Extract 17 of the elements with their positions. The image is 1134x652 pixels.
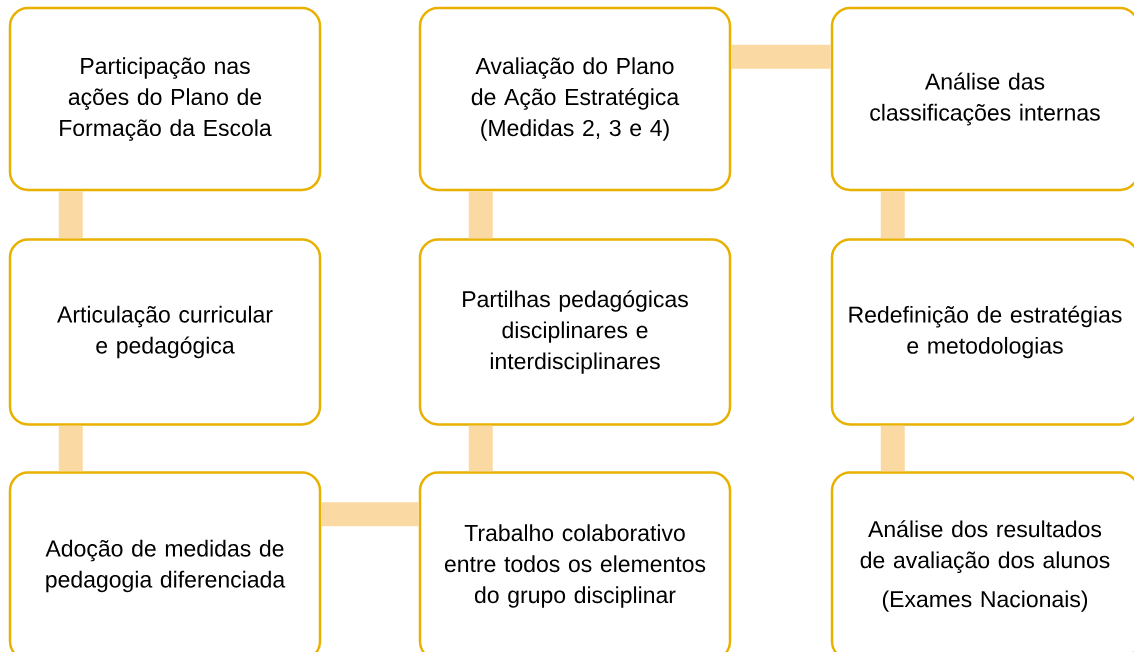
process-box: Articulação curricular e pedagógica [8,238,322,426]
connector-bar [731,44,831,69]
process-box: Participação nas ações do Plano de Formação da Escola [8,6,322,192]
process-box: Avaliação do Plano de Ação Estratégica (Medidas 2, 3 e 4) [418,6,732,192]
process-box: Partilhas pedagógicas disciplinares e interdisciplinares [418,238,732,426]
connector-bar [58,191,83,239]
connector-bar [880,425,905,472]
connector-bar [58,425,83,472]
connector-bar [321,502,419,527]
process-box: Redefinição de estratégias e metodologias [830,238,1134,426]
connector-bar [880,191,905,239]
process-box: Análise dos resultados de avaliação dos alunos (Exames Nacionais) [830,471,1134,652]
process-box: Análise das classificações internas [830,6,1134,192]
process-box: Trabalho colaborativo entre todos os elementos do grupo disciplinar [418,471,732,652]
connector-bar [468,425,493,472]
connector-bar [468,191,493,239]
process-box: Adoção de medidas de pedagogia diferenciada [8,471,322,652]
